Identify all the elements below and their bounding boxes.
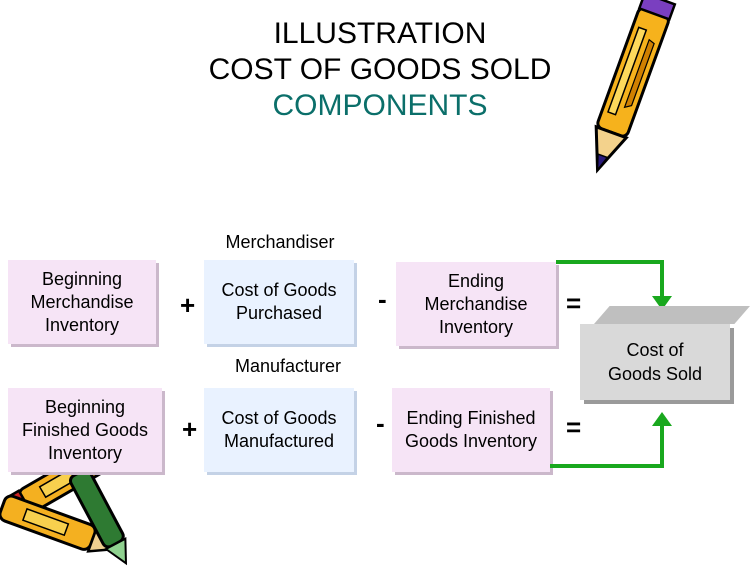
- manufacturer-beginning-inventory: Beginning Finished Goods Inventory: [21, 396, 149, 463]
- merchandiser-cost-box: Cost of Goods Purchased: [204, 260, 354, 344]
- title-line-3: COMPONENTS: [272, 89, 488, 122]
- manufacturer-minus: -: [376, 408, 385, 438]
- manufacturer-beginning-inventory-box: Beginning Finished Goods Inventory: [8, 388, 162, 472]
- merchandiser-label: Merchandiser: [225, 232, 335, 252]
- manufacturer-plus: +: [182, 414, 198, 444]
- merchandiser-ending-inventory-box: Ending Merchandise Inventory: [396, 262, 556, 346]
- manufacturer-ending-inventory-box: Ending Finished Goods Inventory: [392, 388, 550, 472]
- merchandiser-minus: -: [378, 284, 387, 314]
- merchandiser-plus: +: [180, 290, 196, 320]
- manufacturer-label: Manufacturer: [234, 356, 342, 376]
- manufacturer-ending-inventory: Ending Finished Goods Inventory: [404, 408, 538, 451]
- title-line-2: COST OF GOODS SOLD: [208, 53, 552, 86]
- title-line-1: ILLUSTRATION: [273, 17, 487, 50]
- manufacturer-arrowhead: [652, 412, 672, 426]
- page-title: ILLUSTRATION COST OF GOODS SOLD COMPONEN…: [170, 16, 590, 124]
- cost-of-goods-sold: Cost of Goods Sold: [607, 340, 703, 384]
- merchandiser-beginning-inventory-box: Beginning Merchandise Inventory: [8, 260, 156, 344]
- merchandiser-ending-inventory: Ending Merchandise Inventory: [424, 270, 528, 337]
- manufacturer-equals: =: [566, 412, 582, 442]
- manufacturer-cost-box: Cost of Goods Manufactured: [204, 388, 354, 472]
- cost-of-goods-sold-box: Cost of Goods Sold: [580, 324, 730, 400]
- merchandiser-cost-of-goods-purchased: Cost of Goods Purchased: [221, 280, 337, 323]
- result-box-top: [594, 306, 750, 324]
- merchandiser-equals: =: [566, 288, 582, 318]
- manufacturer-cost-of-goods-manufactured: Cost of Goods Manufactured: [221, 408, 337, 451]
- merchandiser-beginning-inventory: Beginning Merchandise Inventory: [30, 268, 134, 335]
